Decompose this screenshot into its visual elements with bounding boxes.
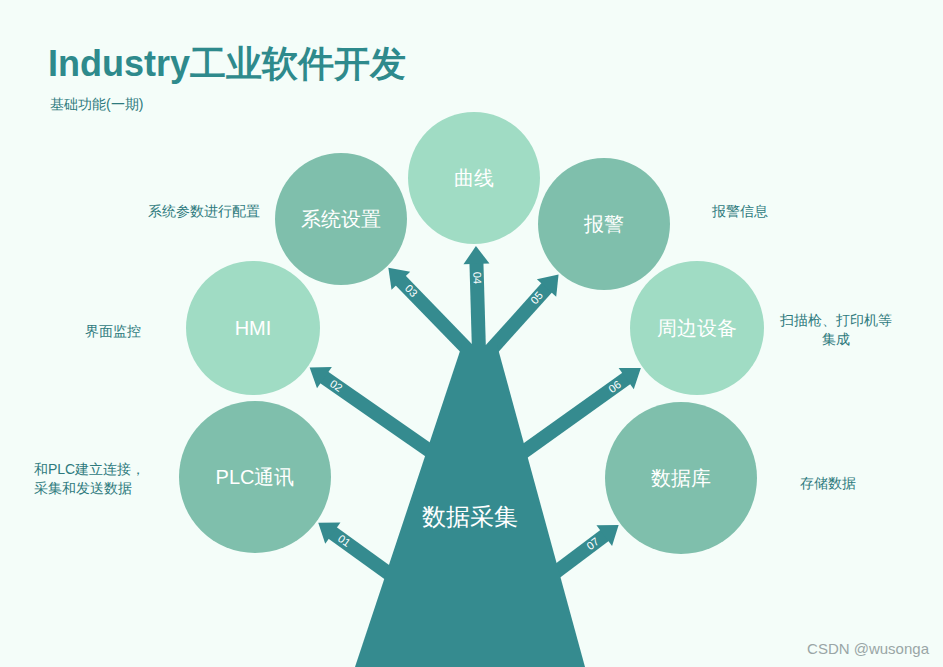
tree-trunk: 数据采集 — [355, 330, 585, 667]
feature-circle: 系统设置 — [275, 153, 407, 285]
trunk-outline — [355, 345, 585, 667]
circle-label: 数据库 — [651, 465, 711, 491]
annotation: 报警信息 — [712, 202, 768, 221]
circle-label: 周边设备 — [657, 315, 737, 341]
tree-trunk-shape — [355, 330, 585, 667]
trunk-label: 数据采集 — [422, 501, 518, 532]
subtitle: 基础功能(一期) — [50, 95, 143, 114]
branch-arrow — [489, 275, 559, 352]
circle-label: HMI — [235, 315, 272, 341]
page-title: Industry工业软件开发 — [48, 42, 406, 85]
annotation: 系统参数进行配置 — [148, 202, 260, 221]
circle-label: 曲线 — [454, 165, 494, 191]
arrow-head — [463, 246, 489, 264]
feature-circle: PLC通讯 — [179, 401, 331, 553]
branch-arrow — [388, 268, 470, 352]
branch-shaft — [331, 532, 395, 578]
annotation: 存储数据 — [800, 474, 856, 493]
branch-arrow — [463, 246, 489, 352]
branch-arrow — [318, 523, 395, 578]
text-holder: 数据采集 — [422, 501, 518, 532]
feature-circle: 报警 — [538, 158, 670, 290]
branch-arrow — [548, 525, 619, 578]
branch-shaft — [489, 286, 548, 352]
branch-arrow — [310, 367, 440, 458]
branch-shaft — [323, 377, 440, 458]
branch-shaft — [399, 279, 470, 352]
feature-circle: 周边设备 — [630, 261, 764, 395]
circle-label: 报警 — [584, 211, 624, 237]
circle-label: 系统设置 — [301, 206, 381, 232]
annotation: 界面监控 — [85, 322, 141, 341]
feature-circle: 曲线 — [408, 112, 540, 244]
callout-number: 04 — [471, 272, 482, 285]
annotation: 扫描枪、打印机等 集成 — [777, 311, 895, 349]
feature-circle: HMI — [186, 261, 320, 395]
circle-label: PLC通讯 — [216, 464, 295, 490]
feature-circle: 数据库 — [605, 402, 757, 554]
annotation: 和PLC建立连接， 采集和发送数据 — [34, 460, 156, 498]
watermark: CSDN @wusonga — [807, 639, 929, 659]
